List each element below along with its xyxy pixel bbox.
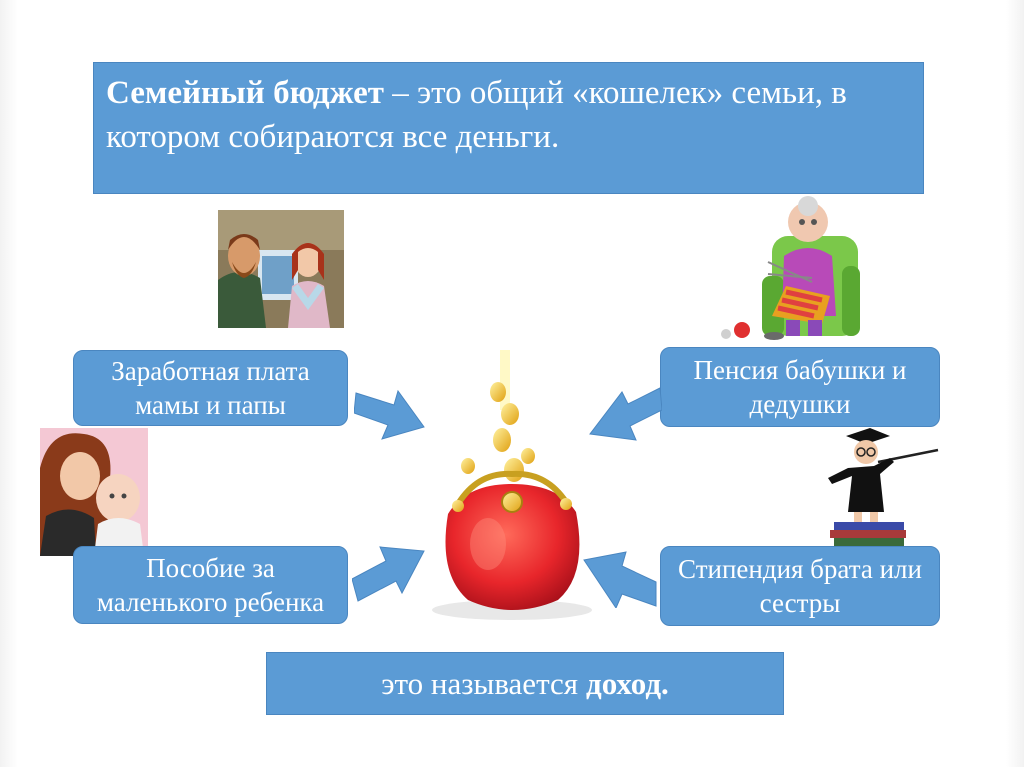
source-box-child-benefit: Пособие за маленького ребенка [73, 546, 348, 624]
mother-baby-picture [40, 428, 148, 556]
footer-text: это называется [381, 666, 578, 702]
source-stipend-line2: сестры [678, 586, 922, 620]
red-purse-coins-picture [418, 344, 606, 624]
source-child-benefit-line2: маленького ребенка [97, 585, 324, 619]
source-child-benefit-line1: Пособие за [97, 551, 324, 585]
title-box: Семейный бюджет – это общий «кошелек» се… [93, 62, 924, 194]
source-stipend-line1: Стипендия брата или [678, 552, 922, 586]
source-box-stipend: Стипендия брата или сестры [660, 546, 940, 626]
source-pension-line1: Пенсия бабушки и [693, 353, 906, 387]
student-graduate-picture [818, 428, 942, 546]
parents-picture [218, 210, 344, 328]
grandmother-knitting-picture [712, 196, 860, 342]
source-box-pension: Пенсия бабушки и дедушки [660, 347, 940, 427]
source-salary-line1: Заработная плата [111, 354, 310, 388]
arrow-stipend-to-purse [582, 548, 658, 608]
title-bold: Семейный бюджет [106, 75, 384, 111]
arrow-child-benefit-to-purse [352, 541, 426, 603]
footer-bold: доход. [586, 666, 669, 702]
arrow-pension-to-purse [588, 380, 662, 444]
arrow-salary-to-purse [354, 383, 426, 443]
source-salary-line2: мамы и папы [111, 388, 310, 422]
source-box-salary: Заработная плата мамы и папы [73, 350, 348, 426]
source-pension-line2: дедушки [693, 387, 906, 421]
